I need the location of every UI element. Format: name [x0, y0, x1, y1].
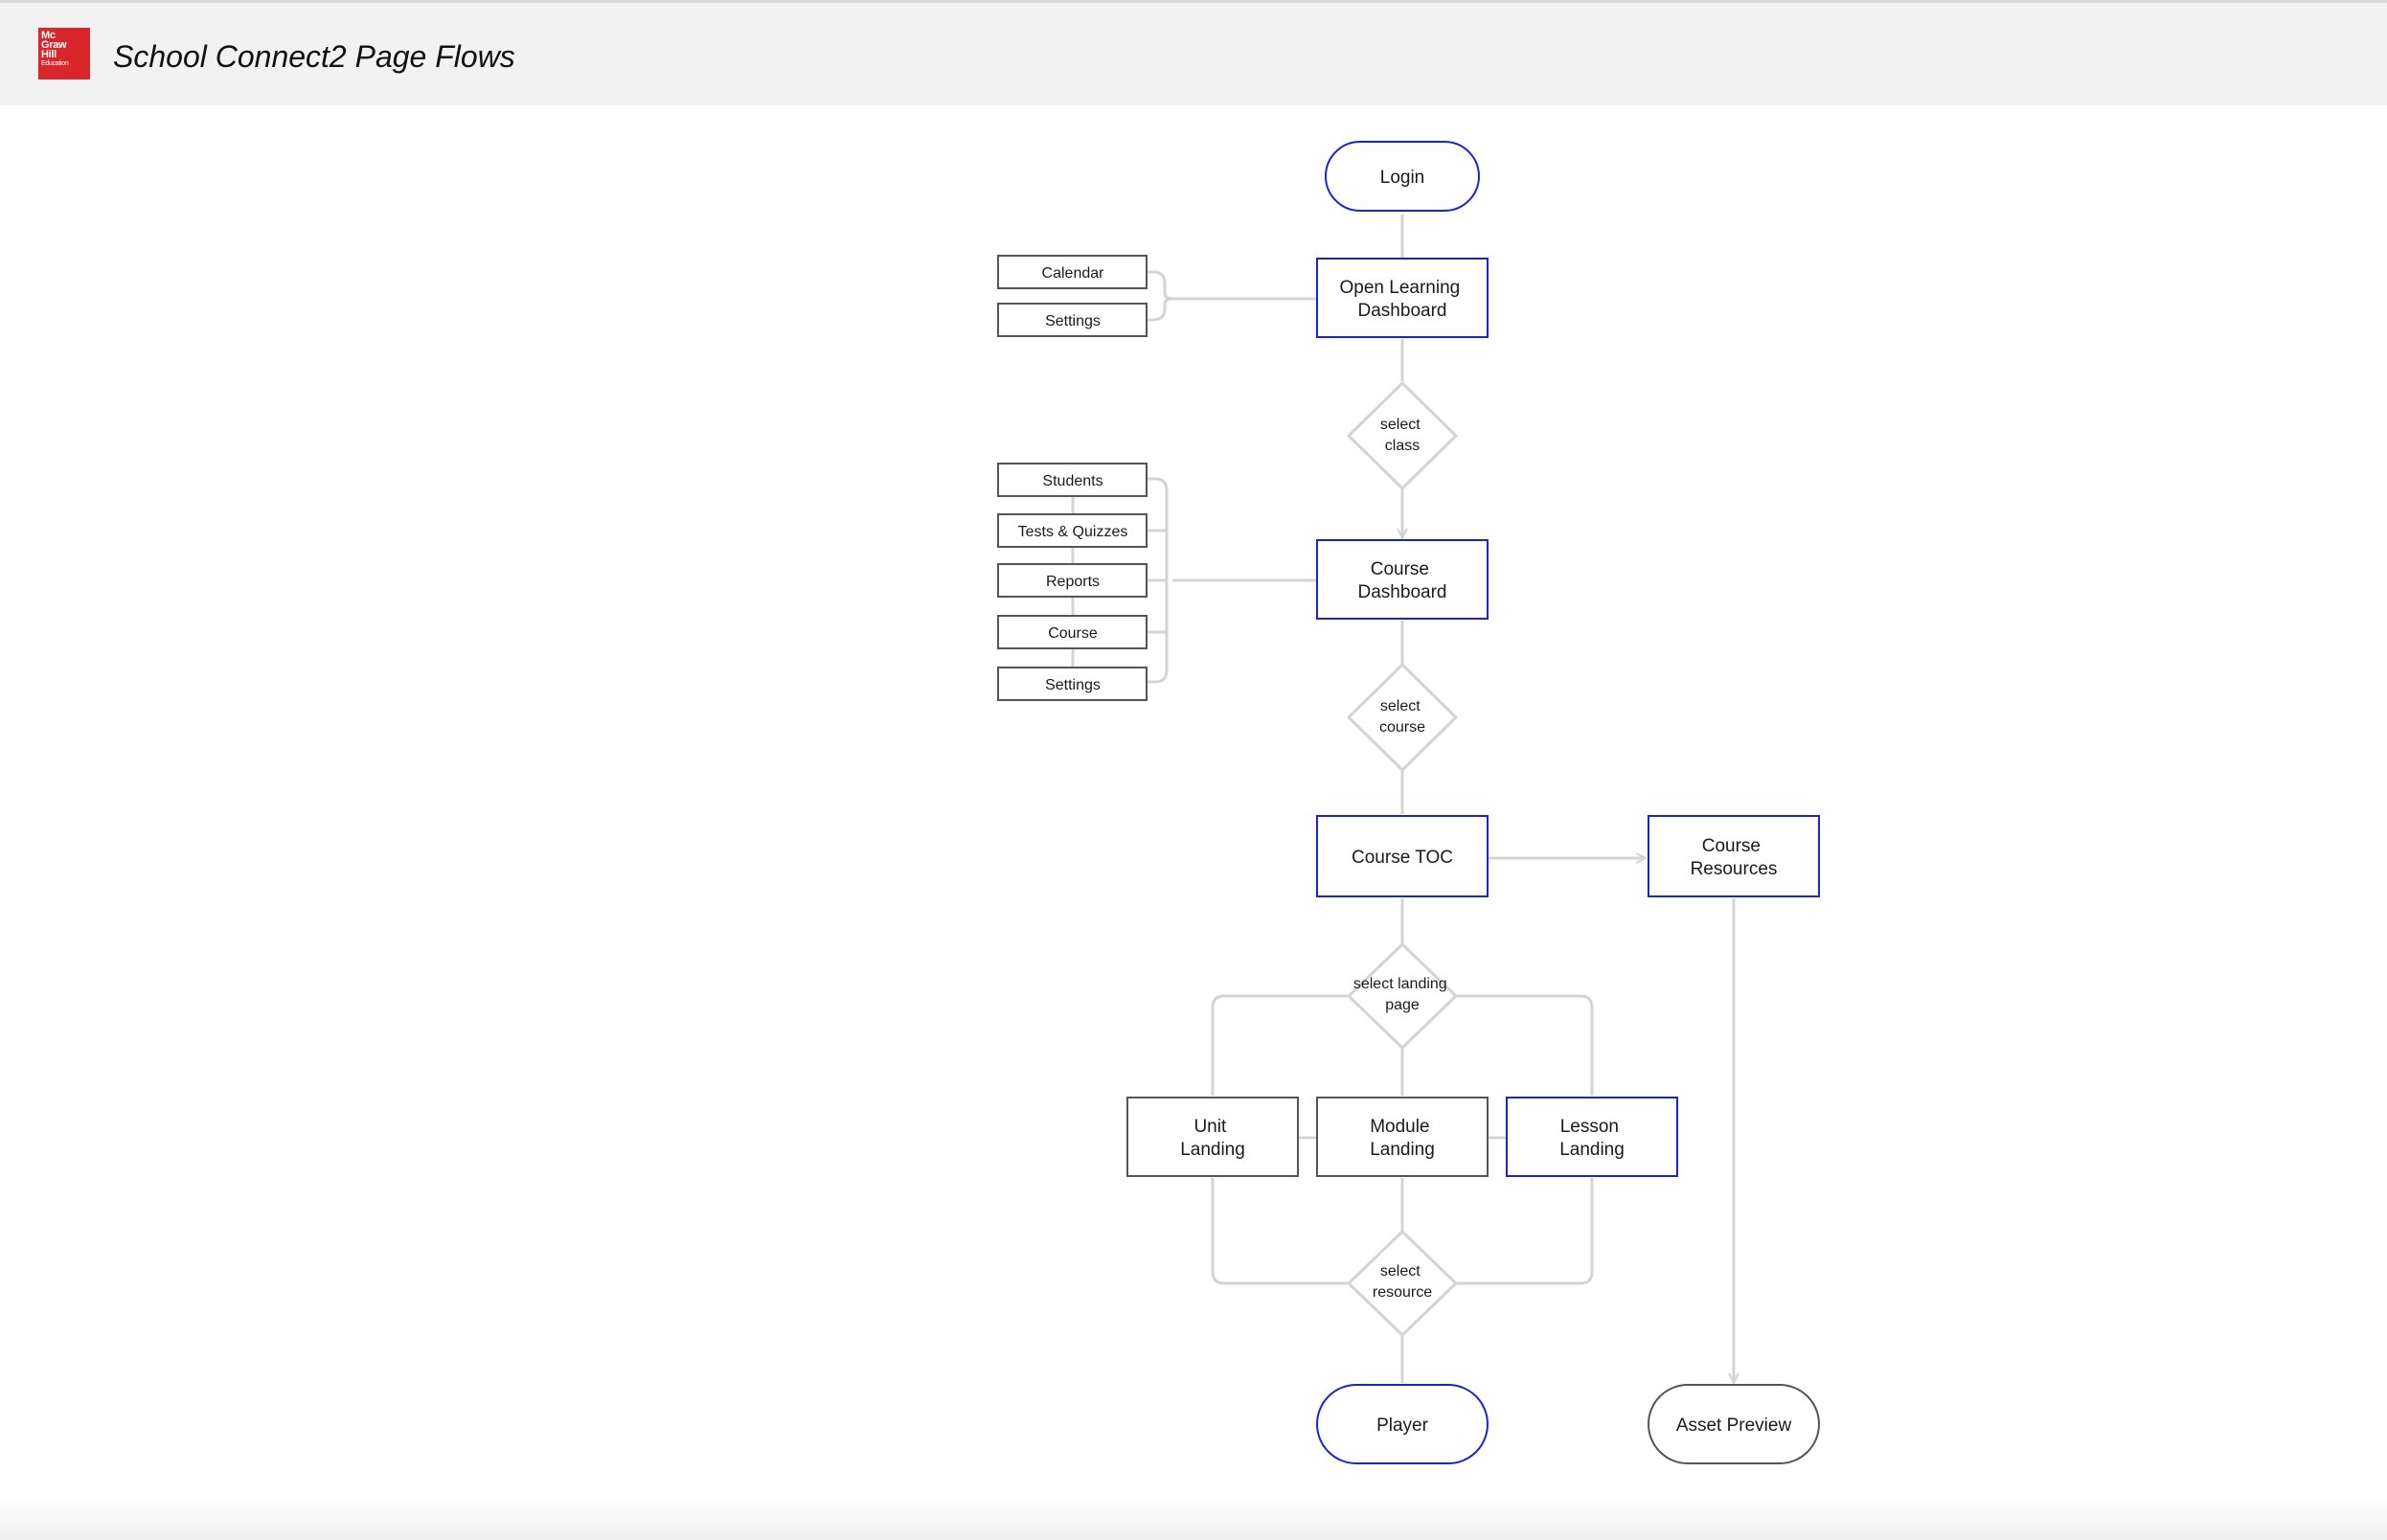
decision-label: page	[1385, 997, 1420, 1013]
node-label: Landing	[1370, 1140, 1435, 1160]
node-label: Login	[1380, 168, 1425, 188]
decision-label: select	[1380, 698, 1421, 714]
svg-text:Calendar: Calendar	[1042, 265, 1105, 282]
open-learning-dashboard-node[interactable]: Open Learning Dashboard	[1316, 258, 1489, 338]
module-landing-node[interactable]: Module Landing	[1316, 1097, 1489, 1177]
menu-bracket	[1148, 270, 1173, 322]
menu-item-label: Settings	[1045, 677, 1101, 693]
decision-label: class	[1385, 438, 1420, 454]
svg-text:Open Learning Dashboar: Open Learning Dashboard	[1340, 278, 1466, 321]
player-node[interactable]: Player	[1316, 1384, 1489, 1464]
node-label: Unit	[1194, 1117, 1227, 1137]
unit-landing-node[interactable]: Unit Landing	[1126, 1097, 1299, 1177]
connector	[1211, 1178, 1351, 1285]
svg-text:select resource: select resource	[1373, 1263, 1432, 1301]
node-label: Dashboard	[1358, 582, 1447, 602]
connectors	[1071, 215, 1734, 1383]
svg-text:Login: Login	[1380, 168, 1425, 188]
node-label: Module	[1370, 1117, 1429, 1137]
connector	[1454, 1178, 1594, 1285]
menu-item-students[interactable]: Students	[997, 463, 1148, 497]
logo-line: Graw	[41, 39, 67, 51]
course-toc-node[interactable]: Course TOC	[1316, 815, 1489, 897]
node-label: Course	[1702, 836, 1761, 856]
svg-text:Lesson Landing: Lesson Landing	[1559, 1117, 1625, 1160]
menu-item-reports[interactable]: Reports	[997, 563, 1148, 598]
menu-item-label: Course	[1048, 625, 1098, 642]
connector	[1211, 994, 1351, 1096]
menu-item-course-settings[interactable]: Settings	[997, 667, 1148, 701]
svg-text:select landing page: select landing page	[1353, 976, 1451, 1013]
select-resource-decision: select resource	[1346, 1229, 1459, 1338]
node-label: Asset Preview	[1676, 1415, 1792, 1436]
svg-text:Unit Landing: Unit Landing	[1180, 1117, 1245, 1160]
select-class-decision: select class	[1346, 380, 1459, 491]
svg-text:Reports: Reports	[1046, 574, 1100, 590]
menu-item-dashboard-settings[interactable]: Settings	[997, 303, 1148, 337]
svg-text:Player: Player	[1376, 1415, 1429, 1436]
decision-label: select	[1380, 417, 1421, 433]
menu-item-course[interactable]: Course	[997, 615, 1148, 649]
decision-label: course	[1379, 719, 1425, 736]
menu-item-label: Calendar	[1042, 265, 1105, 282]
node-label: Dashboard	[1358, 301, 1447, 321]
svg-text:Course Dashboard: Course Dashboard	[1358, 559, 1447, 602]
svg-text:Course Resources: Course Resources	[1691, 836, 1778, 879]
svg-text:Module Landing: Module Landing	[1370, 1117, 1435, 1160]
node-label: Landing	[1180, 1140, 1245, 1160]
svg-text:Settings: Settings	[1045, 313, 1101, 329]
svg-text:Asset Preview: Asset Preview	[1676, 1415, 1792, 1436]
svg-text:select course: select course	[1379, 698, 1425, 736]
logo-line: Hill	[41, 49, 57, 60]
page-title: School Connect2 Page Flows	[113, 39, 515, 74]
node-label: Course TOC	[1352, 848, 1453, 868]
menu-item-calendar[interactable]: Calendar	[997, 255, 1148, 289]
select-landing-page-decision: select landing page	[1346, 941, 1459, 1051]
node-label: Landing	[1559, 1140, 1625, 1160]
svg-text:Tests & Quizzes: Tests & Quizzes	[1018, 524, 1128, 540]
svg-text:Students: Students	[1042, 473, 1103, 489]
asset-preview-node[interactable]: Asset Preview	[1648, 1384, 1820, 1464]
lesson-landing-node[interactable]: Lesson Landing	[1506, 1097, 1678, 1177]
node-label: Lesson	[1560, 1117, 1619, 1137]
svg-text:Settings: Settings	[1045, 677, 1101, 693]
node-label: Course	[1371, 559, 1429, 579]
logo-line: Education	[41, 60, 69, 67]
connector	[1454, 994, 1594, 1096]
login-node[interactable]: Login	[1325, 141, 1480, 212]
svg-text:select class: select class	[1380, 417, 1424, 454]
mcgraw-hill-logo: Mc Graw Hill Education	[38, 28, 90, 79]
logo-line: Mc	[41, 30, 56, 41]
menu-item-label: Students	[1042, 473, 1103, 489]
decision-label: select	[1380, 1263, 1421, 1280]
node-label: Resources	[1691, 859, 1778, 879]
decision-label: resource	[1373, 1284, 1432, 1301]
menu-item-label: Settings	[1045, 313, 1101, 329]
course-resources-node[interactable]: Course Resources	[1648, 815, 1820, 897]
menu-item-label: Reports	[1046, 574, 1100, 590]
header-bar: Mc Graw Hill Education School Connect2 P…	[0, 0, 2387, 105]
select-course-decision: select course	[1346, 662, 1459, 773]
bottom-edge	[0, 1494, 2387, 1540]
node-label: Player	[1376, 1415, 1429, 1436]
svg-text:Course: Course	[1048, 625, 1098, 642]
svg-text:Course TOC: Course TOC	[1352, 848, 1453, 868]
decision-label: select landing	[1353, 976, 1447, 992]
menu-item-tests-quizzes[interactable]: Tests & Quizzes	[997, 513, 1148, 548]
menu-item-label: Tests & Quizzes	[1018, 524, 1128, 540]
course-dashboard-node[interactable]: Course Dashboard	[1316, 539, 1489, 620]
node-label: Open Learning	[1340, 278, 1461, 298]
